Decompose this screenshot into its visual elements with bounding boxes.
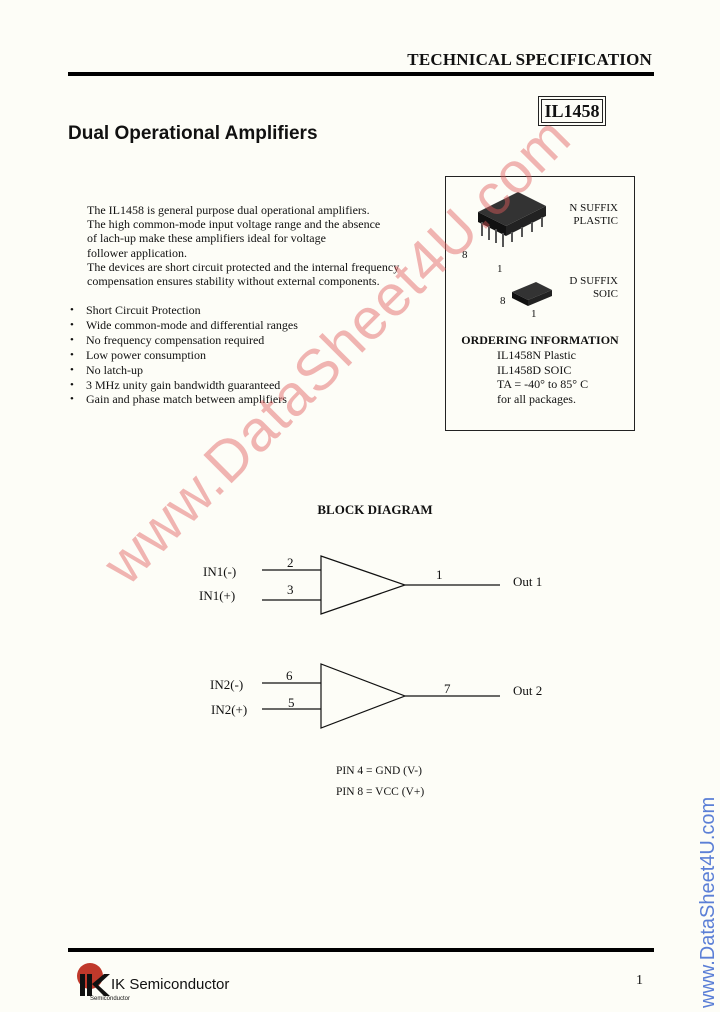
feature-item: Wide common-mode and differential ranges <box>70 318 298 333</box>
feature-item: No latch-up <box>70 363 298 378</box>
description-line: compensation ensures stability without e… <box>87 274 380 289</box>
spec-header-title: TECHNICAL SPECIFICATION <box>407 50 652 69</box>
pin-note: PIN 4 = GND (V-) <box>336 765 422 777</box>
feature-item: 3 MHz unity gain bandwidth guaranteed <box>70 378 298 393</box>
document-title: Dual Operational Amplifiers <box>68 123 318 144</box>
out2-label: Out 2 <box>513 683 543 698</box>
dip-package-icon <box>478 192 546 247</box>
out1-label: Out 1 <box>513 574 543 589</box>
ordering-line: IL1458D SOIC <box>497 362 572 377</box>
in2-plus-label: IN2(+) <box>211 702 248 717</box>
n-suffix-text: N SUFFIX <box>569 202 618 214</box>
n-suffix-label: N SUFFIX PLASTIC <box>548 202 618 228</box>
amp2-pin-plus: 5 <box>288 695 295 710</box>
feature-list: Short Circuit Protection Wide common-mod… <box>70 303 298 407</box>
amp2-pin-minus: 6 <box>286 668 293 683</box>
page-number: 1 <box>636 973 643 988</box>
amp1-pin-out: 1 <box>436 567 443 582</box>
block-diagram-title: BLOCK DIAGRAM <box>317 502 433 517</box>
amp1-pin-minus: 2 <box>287 555 294 570</box>
ik-logo-icon <box>77 963 110 996</box>
in2-minus-label: IN2(-) <box>210 677 244 692</box>
description-line: follower application. <box>87 245 187 260</box>
feature-item: Low power consumption <box>70 348 298 363</box>
pin-note: PIN 8 = VCC (V+) <box>336 786 425 798</box>
op-amp-1-symbol <box>320 555 407 615</box>
d-suffix-type: SOIC <box>592 288 618 300</box>
description-line: The devices are short circuit protected … <box>87 259 400 274</box>
amp1-pin-plus: 3 <box>287 582 294 597</box>
ordering-line: for all packages. <box>497 391 576 406</box>
soic-package-icon <box>512 282 552 306</box>
description-line: The IL1458 is general purpose dual opera… <box>87 203 370 217</box>
pin-notes: PIN 4 = GND (V-) PIN 8 = VCC (V+) <box>336 761 424 803</box>
in1-plus-label: IN1(+) <box>199 588 236 603</box>
part-number: IL1458 <box>541 99 603 123</box>
n-suffix-type: PLASTIC <box>573 215 618 227</box>
feature-item: Short Circuit Protection <box>70 303 298 318</box>
description-line: The high common-mode input voltage range… <box>87 217 381 232</box>
part-number-frame <box>538 96 606 126</box>
ordering-heading: ORDERING INFORMATION <box>461 333 619 347</box>
op-amp-2-symbol <box>320 663 407 729</box>
description: The IL1458 is general purpose dual opera… <box>87 203 427 288</box>
d-suffix-text: D SUFFIX <box>569 275 618 287</box>
watermark-side: www.DataSheet4U.com <box>697 796 719 1008</box>
dip-pin8-label: 8 <box>462 249 468 261</box>
ordering-line: TA = -40° to 85° C <box>497 377 589 391</box>
dip-pin1-label: 1 <box>497 263 503 275</box>
amp2-pin-out: 7 <box>444 681 451 696</box>
soic-pin8-label: 8 <box>500 295 506 307</box>
in1-minus-label: IN1(-) <box>203 564 237 579</box>
footer-rule <box>68 948 654 952</box>
description-line: of lach-up make these amplifiers ideal f… <box>87 231 326 246</box>
company-name: IK Semiconductor <box>111 976 230 993</box>
logo-subtitle: Semiconductor <box>90 996 131 1002</box>
feature-item: Gain and phase match between amplifiers <box>70 392 298 407</box>
d-suffix-label: D SUFFIX SOIC <box>548 275 618 301</box>
block-diagram <box>262 555 500 729</box>
ordering-line: IL1458N Plastic <box>497 348 576 362</box>
header-rule <box>68 72 654 76</box>
package-ordering-box <box>445 176 635 431</box>
ordering-lines: IL1458N Plastic IL1458D SOIC TA = -40° t… <box>497 348 588 406</box>
feature-item: No frequency compensation required <box>70 333 298 348</box>
soic-pin1-label: 1 <box>531 308 537 320</box>
